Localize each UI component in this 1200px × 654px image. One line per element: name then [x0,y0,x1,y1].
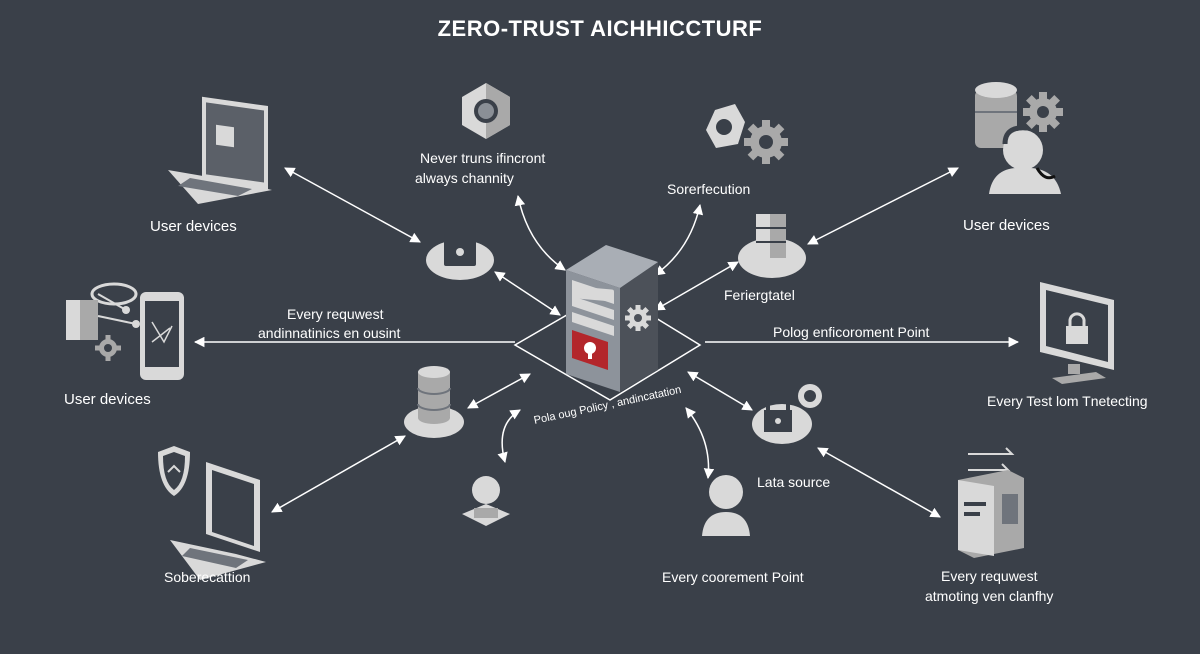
label-every-request-br-line2: atmoting ven clanfhy [925,588,1054,604]
label-every-request-left-line1: Every requwest [287,306,384,322]
arrow-lock-server [494,271,561,316]
label-never-trust-line1: Never truns ifincront [420,150,546,166]
database-icon [404,366,464,438]
arrow-server-feriergtatel [654,261,739,311]
laptop-icon [168,96,272,204]
nut-gear-icon [706,104,788,164]
phone-icon [140,292,184,380]
label-every-request-left-line2: andinnatinics en ousint [258,325,401,341]
arrow-laptop-db [271,435,406,513]
lock-gear-icon [752,384,822,444]
central-server-icon [513,245,702,401]
arrow-feriergtatel-userright [807,167,959,245]
page-title: ZERO-TRUST AICHHICCTURF [437,16,763,41]
server-platform-icon [738,214,806,278]
documents-icon [958,447,1024,558]
label-user-devices-top-right: User devices [963,217,1050,234]
arrow-user-caption [497,409,521,464]
label-never-trust-line2: always channity [415,170,514,186]
label-lata-source: Lata source [757,474,831,490]
label-every-test-lom: Every Test lom Tnetecting [987,393,1148,409]
label-sorer-fecution: Sorerfecution [667,181,751,197]
label-every-request-br-line1: Every requwest [941,568,1038,584]
label-user-devices-top-left: User devices [150,218,237,235]
connectors [193,167,1020,518]
lock-platform-icon [426,216,494,280]
arrow-server-lockgear [687,371,753,411]
arrow-nevertrust-server [514,194,566,271]
arrow-topleft-lock [284,167,421,243]
network-devices-icon [66,282,140,361]
label-policy-enforcement-point: Polog enficoroment Point [773,324,930,340]
server-gear-icon [975,82,1063,194]
shield-icon [158,446,190,496]
arrow-lata-docs [817,447,941,518]
user-icon [702,475,750,536]
hexagon-nut-icon [462,83,510,139]
user-platform-icon [462,476,510,526]
label-user-devices-left: User devices [64,391,151,408]
arrow-db-server [467,373,531,409]
label-feriergtatel: Feriergtatel [724,287,795,303]
arrow-sorer-server [654,203,704,276]
label-every-coorement-point: Every coorement Point [662,569,804,585]
label-so-berecattion: Soberecattion [164,569,251,585]
monitor-lock-icon [1040,282,1114,384]
laptop-bottom-icon [170,462,266,580]
arrow-caption-user [685,407,715,480]
